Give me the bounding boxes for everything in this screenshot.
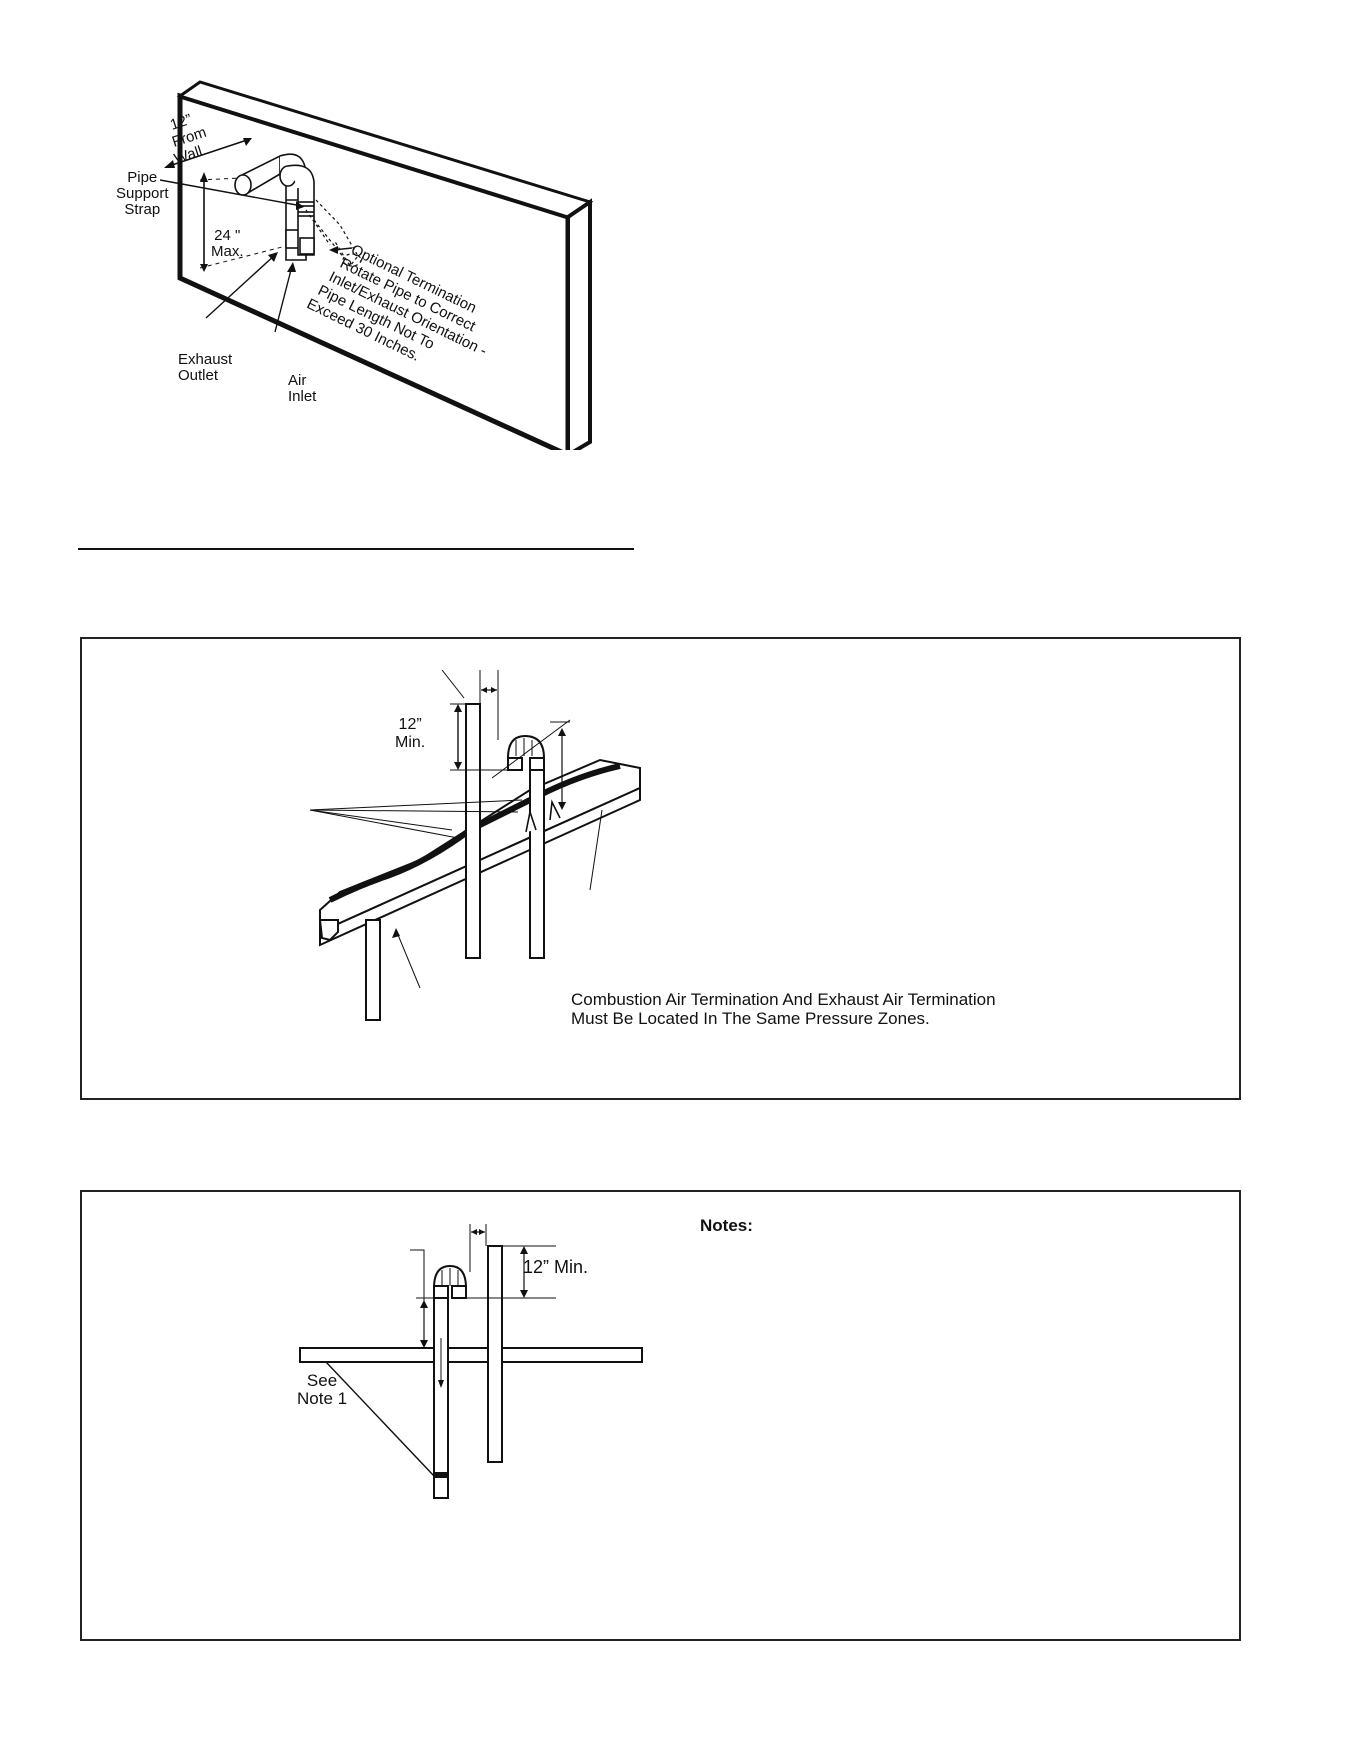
air-inlet-pipe [279,164,315,256]
inlet-pipe [433,1297,449,1499]
air-inlet-label: Air Inlet [288,372,317,405]
wall-side [566,198,592,450]
24-max-label: 24 " Max. [211,227,244,260]
roof-termination-diagram [309,670,641,1021]
roof-deck [299,1347,643,1363]
roof-termination-figure-frame [80,637,1241,1100]
roof-post [365,919,381,1021]
12-min-label: 12” Min. [395,716,426,751]
12-min-label-fig3: 12” Min. [523,1257,589,1277]
wall-termination-diagram: 12” From Wall Optional Termination Rotat… [159,80,594,450]
pipe-support-strap-label: Pipe Support Strap [116,169,169,218]
optional-termination-dashed [305,199,362,268]
vertical-termination-diagram [299,1224,643,1499]
see-note-1-label: See Note 1 [297,1371,348,1408]
exhaust-outlet-label: Exhaust Outlet [178,351,233,384]
pressure-zone-caption: Combustion Air Termination And Exhaust A… [571,990,996,1028]
inlet-vertical-pipe [529,769,545,959]
section-divider [78,548,634,550]
exhaust-vertical-pipe [465,703,481,959]
notes-heading: Notes: [700,1216,753,1235]
label-12-from-wall: 12” [168,111,194,134]
tall-pipe [487,1245,503,1463]
vertical-termination-figure-frame [80,1190,1241,1641]
